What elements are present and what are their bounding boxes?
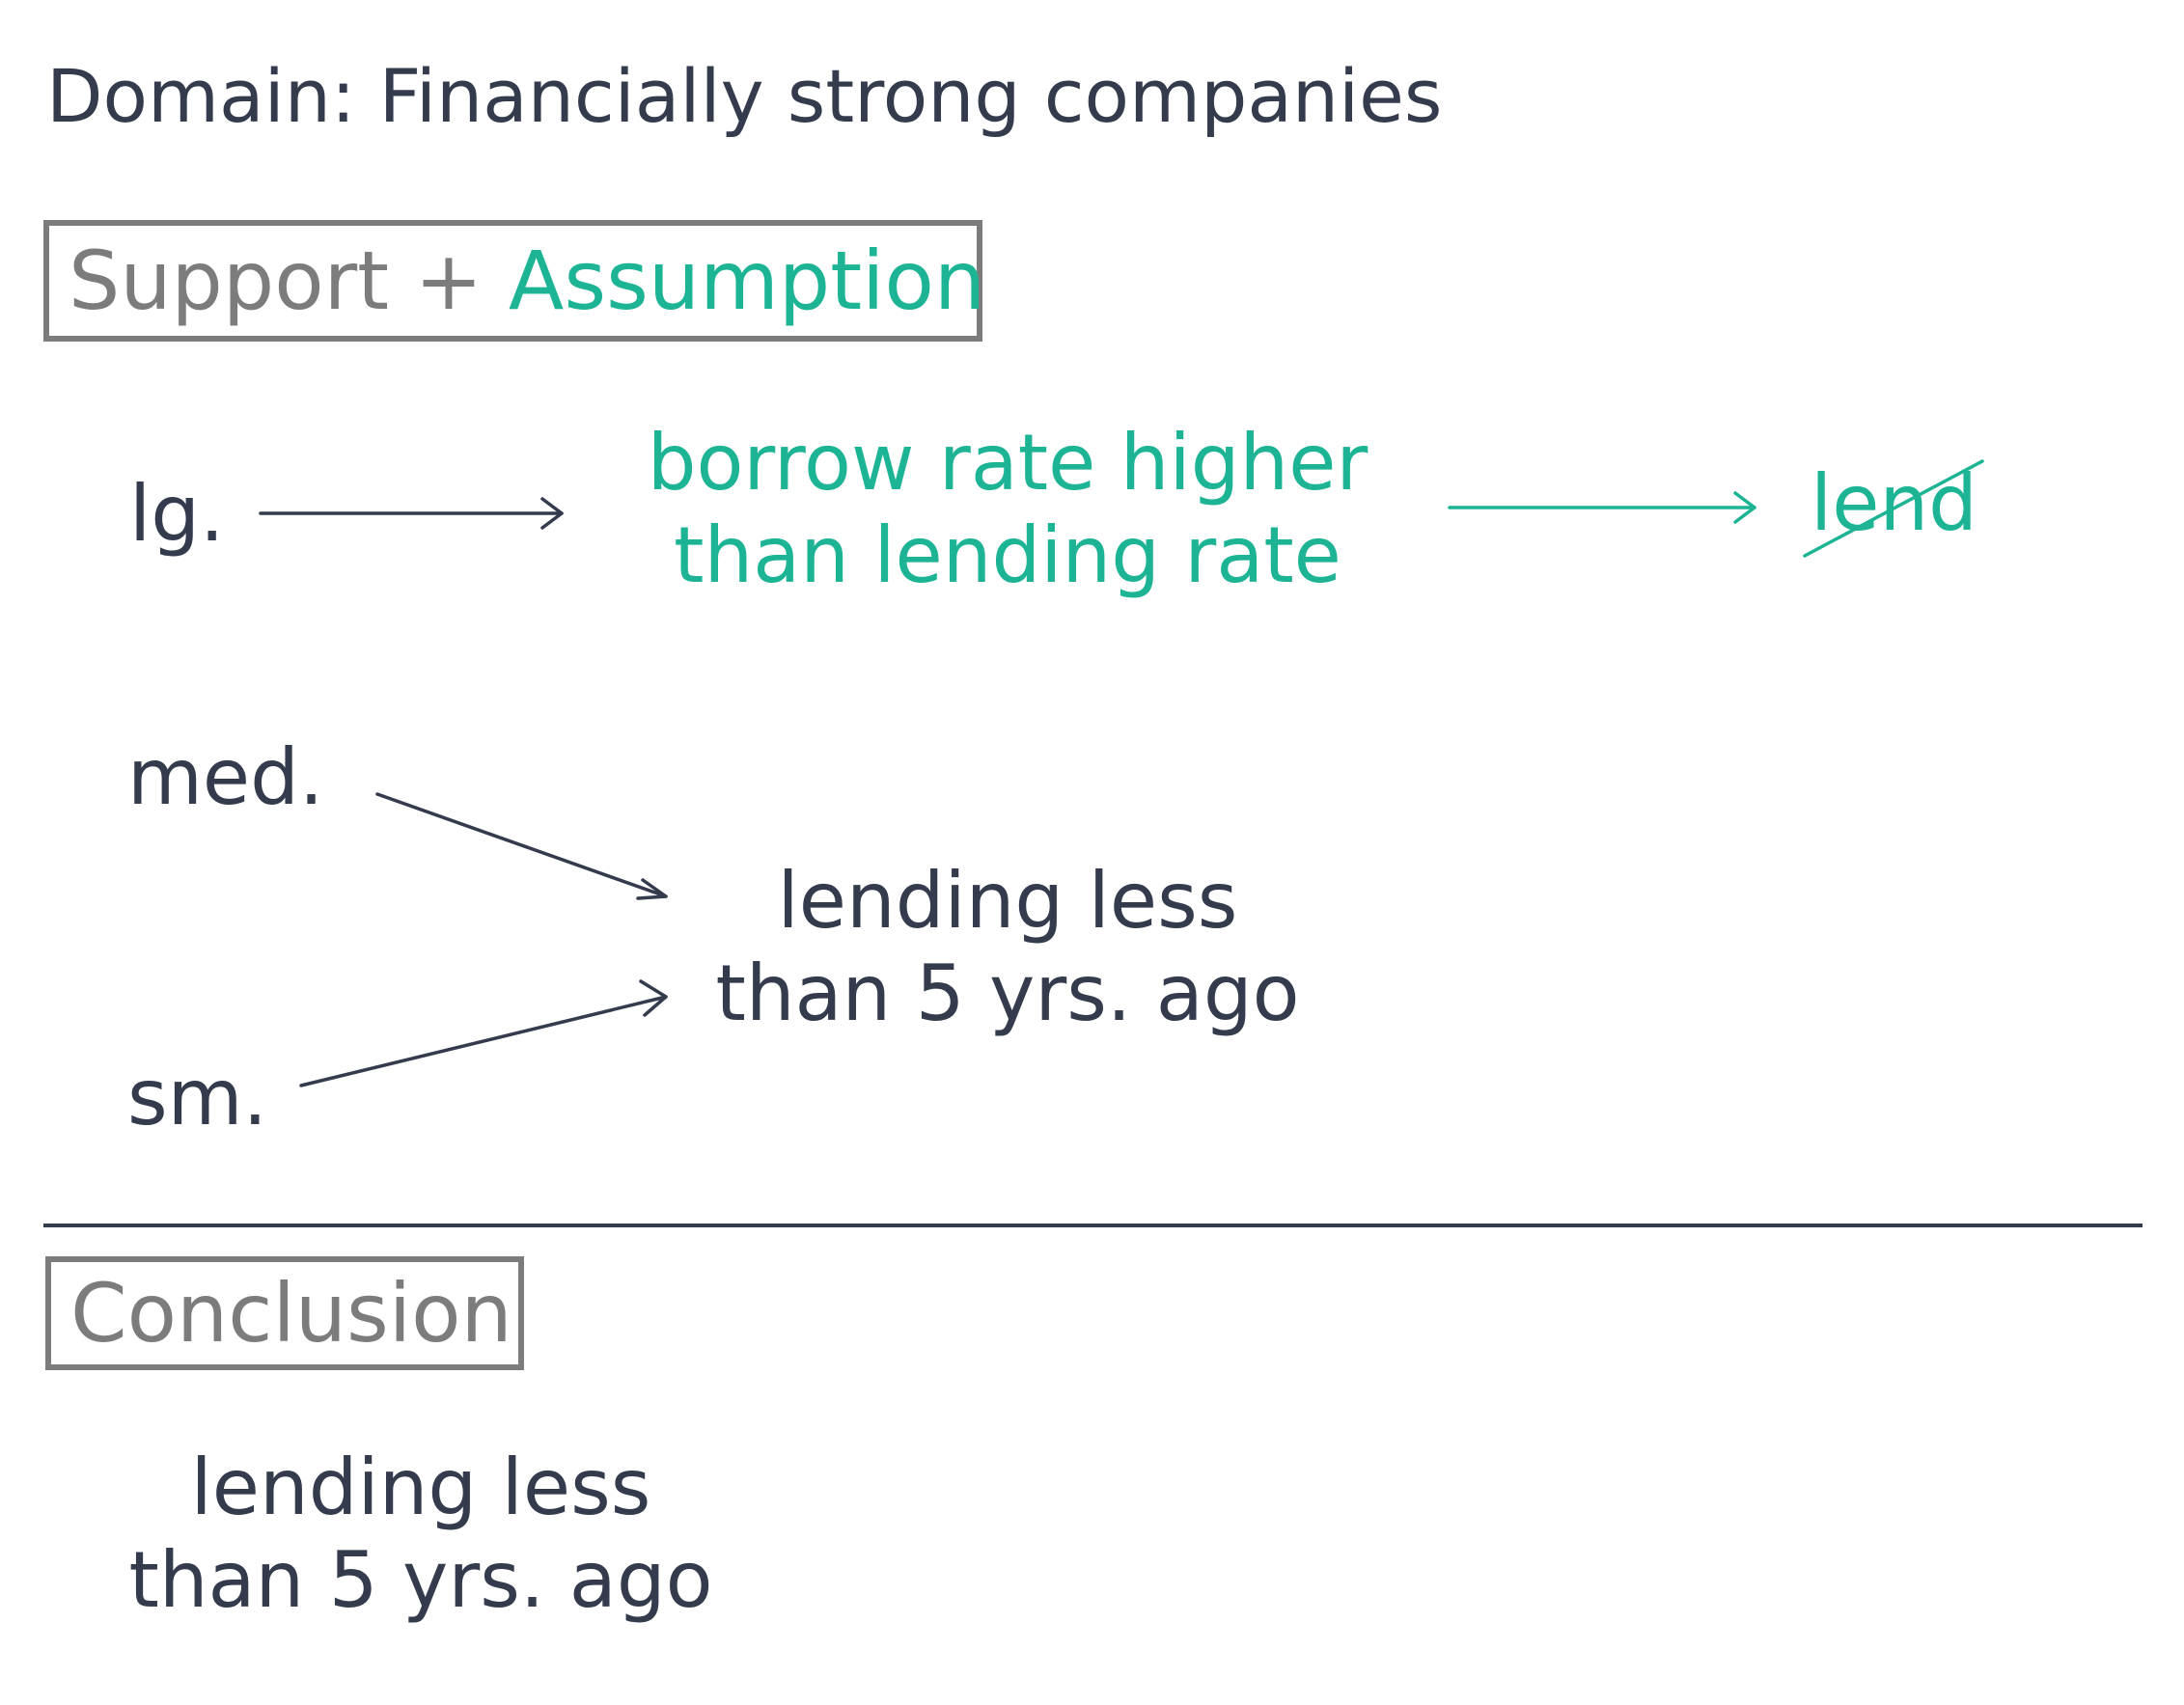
divider-line [43, 1224, 2143, 1227]
node-small: sm. [127, 1053, 268, 1142]
node-medium: med. [127, 732, 324, 822]
final-conclusion: lending less than 5 yrs. ago [128, 1442, 712, 1627]
domain-title: Domain: Financially strong companies [46, 53, 1443, 139]
node-lend: lend [1811, 458, 1977, 548]
intermediate-conclusion-line-2: than 5 yrs. ago [715, 949, 1300, 1038]
node-large: lg. [129, 469, 225, 559]
assumption-line-2: than lending rate [674, 510, 1341, 600]
intermediate-conclusion-line-1: lending less [777, 856, 1238, 946]
arrow-small-to-intermediate [299, 979, 668, 1087]
node-intermediate-conclusion: lending less than 5 yrs. ago [715, 855, 1299, 1040]
arrow-large-to-assumption [259, 497, 564, 530]
conclusion-label: Conclusion [70, 1266, 512, 1361]
final-conclusion-line-2: than 5 yrs. ago [128, 1535, 713, 1625]
node-assumption: borrow rate higher than lending rate [648, 417, 1368, 602]
support-label: Support + [69, 234, 509, 328]
arrow-assumption-to-lend [1448, 491, 1756, 524]
final-conclusion-line-1: lending less [190, 1443, 651, 1532]
assumption-line-1: borrow rate higher [647, 418, 1368, 508]
arrow-medium-to-intermediate [375, 792, 668, 900]
conclusion-box: Conclusion [45, 1256, 524, 1370]
assumption-label: Assumption [508, 234, 986, 328]
support-assumption-box: Support + Assumption [43, 220, 986, 342]
